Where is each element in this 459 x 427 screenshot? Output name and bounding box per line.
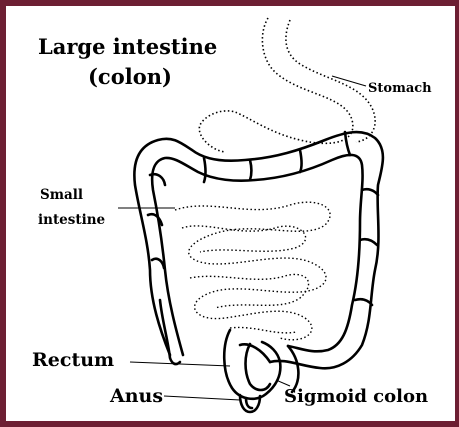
label-rectum: Rectum <box>32 349 114 371</box>
large-intestine <box>134 132 383 368</box>
label-sigmoid-colon: Sigmoid colon <box>284 386 428 407</box>
label-stomach: Stomach <box>368 81 432 96</box>
stomach-outline <box>199 18 353 152</box>
small-intestine-coils <box>175 202 330 340</box>
label-small-intestine-line1: Small <box>40 187 83 203</box>
label-large-intestine-line2: (colon) <box>88 64 172 89</box>
label-large-intestine-line1: Large intestine <box>38 34 217 59</box>
stomach-inner-outline <box>286 20 375 142</box>
label-small-intestine-line2: intestine <box>38 212 105 228</box>
label-leaders <box>118 76 366 400</box>
label-anus: Anus <box>109 385 163 407</box>
